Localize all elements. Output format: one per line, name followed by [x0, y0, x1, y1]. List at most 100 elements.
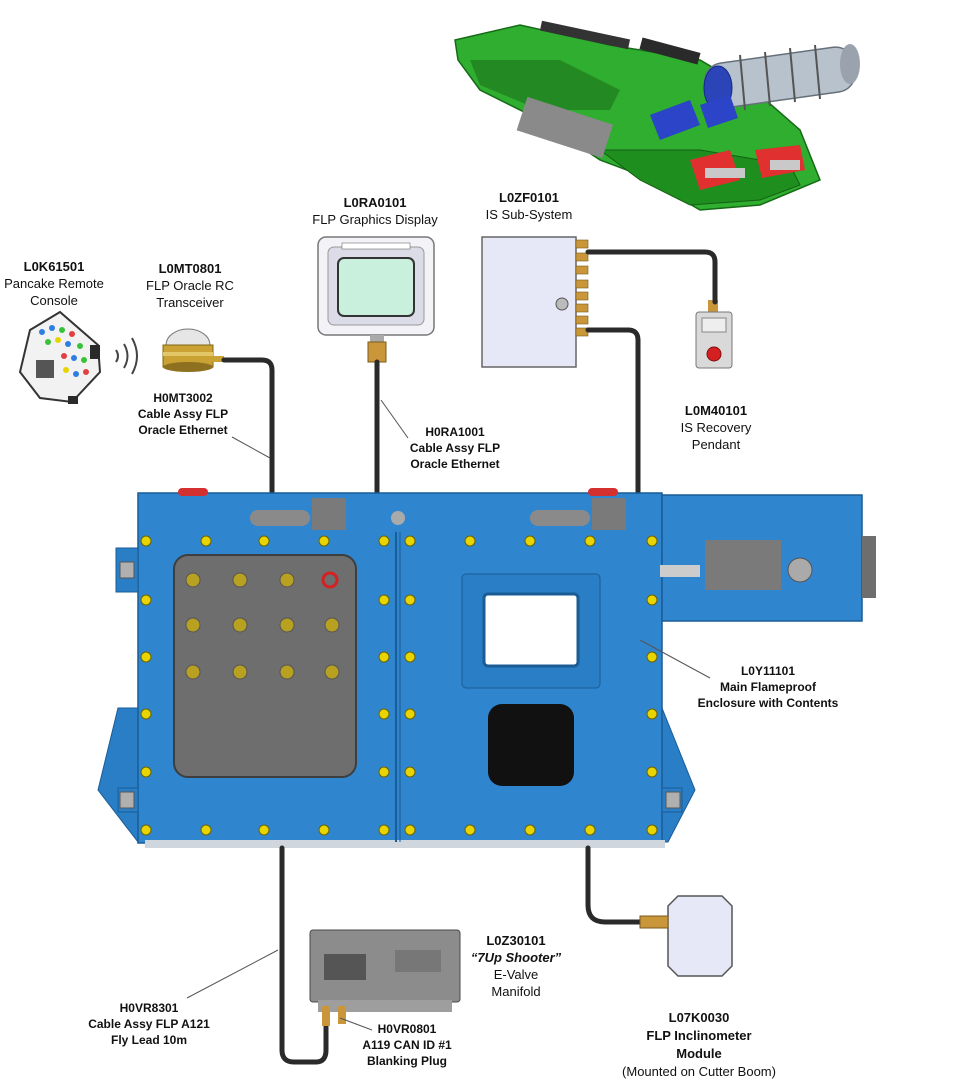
bolt — [646, 651, 658, 663]
bolt — [200, 535, 212, 547]
bolt — [318, 535, 330, 547]
remote-console-desc-1: Pancake Remote — [4, 276, 104, 291]
bolt — [646, 824, 658, 836]
evalve-manifold-desc-2: E-Valve — [493, 967, 539, 982]
fly-lead-desc-1: Cable Assy FLP A121 — [88, 1017, 210, 1031]
inclinometer-illustration — [639, 895, 733, 977]
bolt — [140, 766, 152, 778]
label-flameproof-enclosure: L0Y11101 Main Flameproof Enclosure with … — [690, 663, 846, 711]
blanking-plug-code: H0VR0801 — [377, 1022, 437, 1036]
bolt — [140, 535, 152, 547]
label-remote-console: L0K61501 Pancake Remote Console — [0, 258, 108, 309]
panel-gland — [185, 572, 201, 588]
label-evalve-manifold: L0Z30101 “7Up Shooter” E-Valve Manifold — [464, 932, 568, 1000]
fly-lead-code: H0VR8301 — [119, 1001, 179, 1015]
bolt — [524, 824, 536, 836]
bolt — [464, 535, 476, 547]
bolt — [140, 594, 152, 606]
bolt — [200, 824, 212, 836]
remote-console-illustration — [18, 310, 102, 404]
inclinometer-desc-3: (Mounted on Cutter Boom) — [622, 1064, 776, 1079]
bolt — [524, 535, 536, 547]
is-subsystem-illustration — [481, 236, 589, 368]
bolt — [140, 708, 152, 720]
label-recovery-pendant: L0M40101 IS Recovery Pendant — [664, 402, 768, 453]
label-is-subsystem: L0ZF0101 IS Sub-System — [474, 189, 584, 223]
bolt — [378, 651, 390, 663]
inclinometer-desc-2: Module — [676, 1046, 722, 1061]
blanking-plug-desc-2: Blanking Plug — [366, 1054, 447, 1068]
bolt — [378, 766, 390, 778]
blanking-plug-desc-1: A119 CAN ID #1 — [362, 1038, 452, 1052]
label-cable-h0mt3002: H0MT3002 Cable Assy FLP Oracle Ethernet — [128, 390, 238, 438]
transceiver-desc-2: Transceiver — [156, 295, 224, 310]
panel-gland — [232, 572, 248, 588]
label-fly-lead: H0VR8301 Cable Assy FLP A121 Fly Lead 10… — [74, 1000, 224, 1048]
bolt — [378, 535, 390, 547]
remote-console-code: L0K61501 — [23, 259, 85, 274]
cable-h0mt3002-desc-1: Cable Assy FLP — [137, 407, 229, 421]
panel-gland — [279, 664, 295, 680]
wireless-signal-icon — [115, 337, 138, 375]
cable-h0ra1001-desc-1: Cable Assy FLP — [409, 441, 501, 455]
transceiver-desc-1: FLP Oracle RC — [146, 278, 234, 293]
continuous-miner-illustration — [454, 20, 860, 211]
cable-h0mt3002-desc-2: Oracle Ethernet — [138, 423, 228, 437]
bolt — [584, 535, 596, 547]
recovery-pendant-illustration — [695, 300, 733, 369]
recovery-pendant-desc-2: Pendant — [691, 437, 741, 452]
fly-lead-desc-2: Fly Lead 10m — [110, 1033, 188, 1047]
bolt — [404, 708, 416, 720]
bolt — [646, 708, 658, 720]
bolt — [318, 824, 330, 836]
remote-console-desc-2: Console — [30, 293, 78, 308]
panel-gland — [232, 617, 248, 633]
panel-gland — [279, 572, 295, 588]
label-transceiver: L0MT0801 FLP Oracle RC Transceiver — [138, 260, 242, 311]
bolt — [140, 651, 152, 663]
main-enclosure-illustration — [97, 488, 876, 848]
panel-gland — [185, 617, 201, 633]
inclinometer-code: L07K0030 — [668, 1010, 730, 1025]
bolt — [404, 824, 416, 836]
panel-gland — [232, 664, 248, 680]
evalve-manifold-desc-1: “7Up Shooter” — [470, 950, 562, 965]
flameproof-enclosure-code: L0Y11101 — [740, 664, 796, 678]
bolt — [404, 535, 416, 547]
cables-bottom — [279, 845, 643, 1065]
bolt — [378, 594, 390, 606]
graphics-display-illustration — [317, 236, 435, 363]
cable-h0mt3002-code: H0MT3002 — [153, 391, 213, 405]
evalve-manifold-code: L0Z30101 — [486, 933, 546, 948]
flameproof-enclosure-desc-2: Enclosure with Contents — [697, 696, 839, 710]
bolt — [464, 824, 476, 836]
label-cable-h0ra1001: H0RA1001 Cable Assy FLP Oracle Ethernet — [400, 424, 510, 472]
transceiver-illustration — [162, 328, 224, 372]
bolt — [378, 708, 390, 720]
cable-h0ra1001-desc-2: Oracle Ethernet — [410, 457, 500, 471]
bolt — [378, 824, 390, 836]
evalve-manifold-desc-3: Manifold — [491, 984, 541, 999]
red-gland — [321, 571, 339, 589]
recovery-pendant-code: L0M40101 — [684, 403, 748, 418]
leader-lines — [186, 399, 711, 1031]
flameproof-enclosure-desc-1: Main Flameproof — [719, 680, 816, 694]
bolt — [258, 824, 270, 836]
is-subsystem-code: L0ZF0101 — [499, 190, 559, 205]
inclinometer-desc-1: FLP Inclinometer — [646, 1028, 752, 1043]
panel-gland — [324, 617, 340, 633]
is-subsystem-desc-1: IS Sub-System — [485, 207, 573, 222]
bolt — [646, 594, 658, 606]
recovery-pendant-desc-1: IS Recovery — [680, 420, 752, 435]
bolt — [404, 766, 416, 778]
label-graphics-display: L0RA0101 FLP Graphics Display — [300, 194, 450, 228]
graphics-display-desc-1: FLP Graphics Display — [312, 212, 438, 227]
bolt — [404, 651, 416, 663]
label-blanking-plug: H0VR0801 A119 CAN ID #1 Blanking Plug — [350, 1021, 464, 1069]
label-inclinometer: L07K0030 FLP Inclinometer Module (Mounte… — [606, 1009, 792, 1081]
cable-h0ra1001-code: H0RA1001 — [425, 425, 485, 439]
cables-top — [221, 249, 718, 495]
panel-gland — [279, 617, 295, 633]
graphics-display-code: L0RA0101 — [343, 195, 407, 210]
